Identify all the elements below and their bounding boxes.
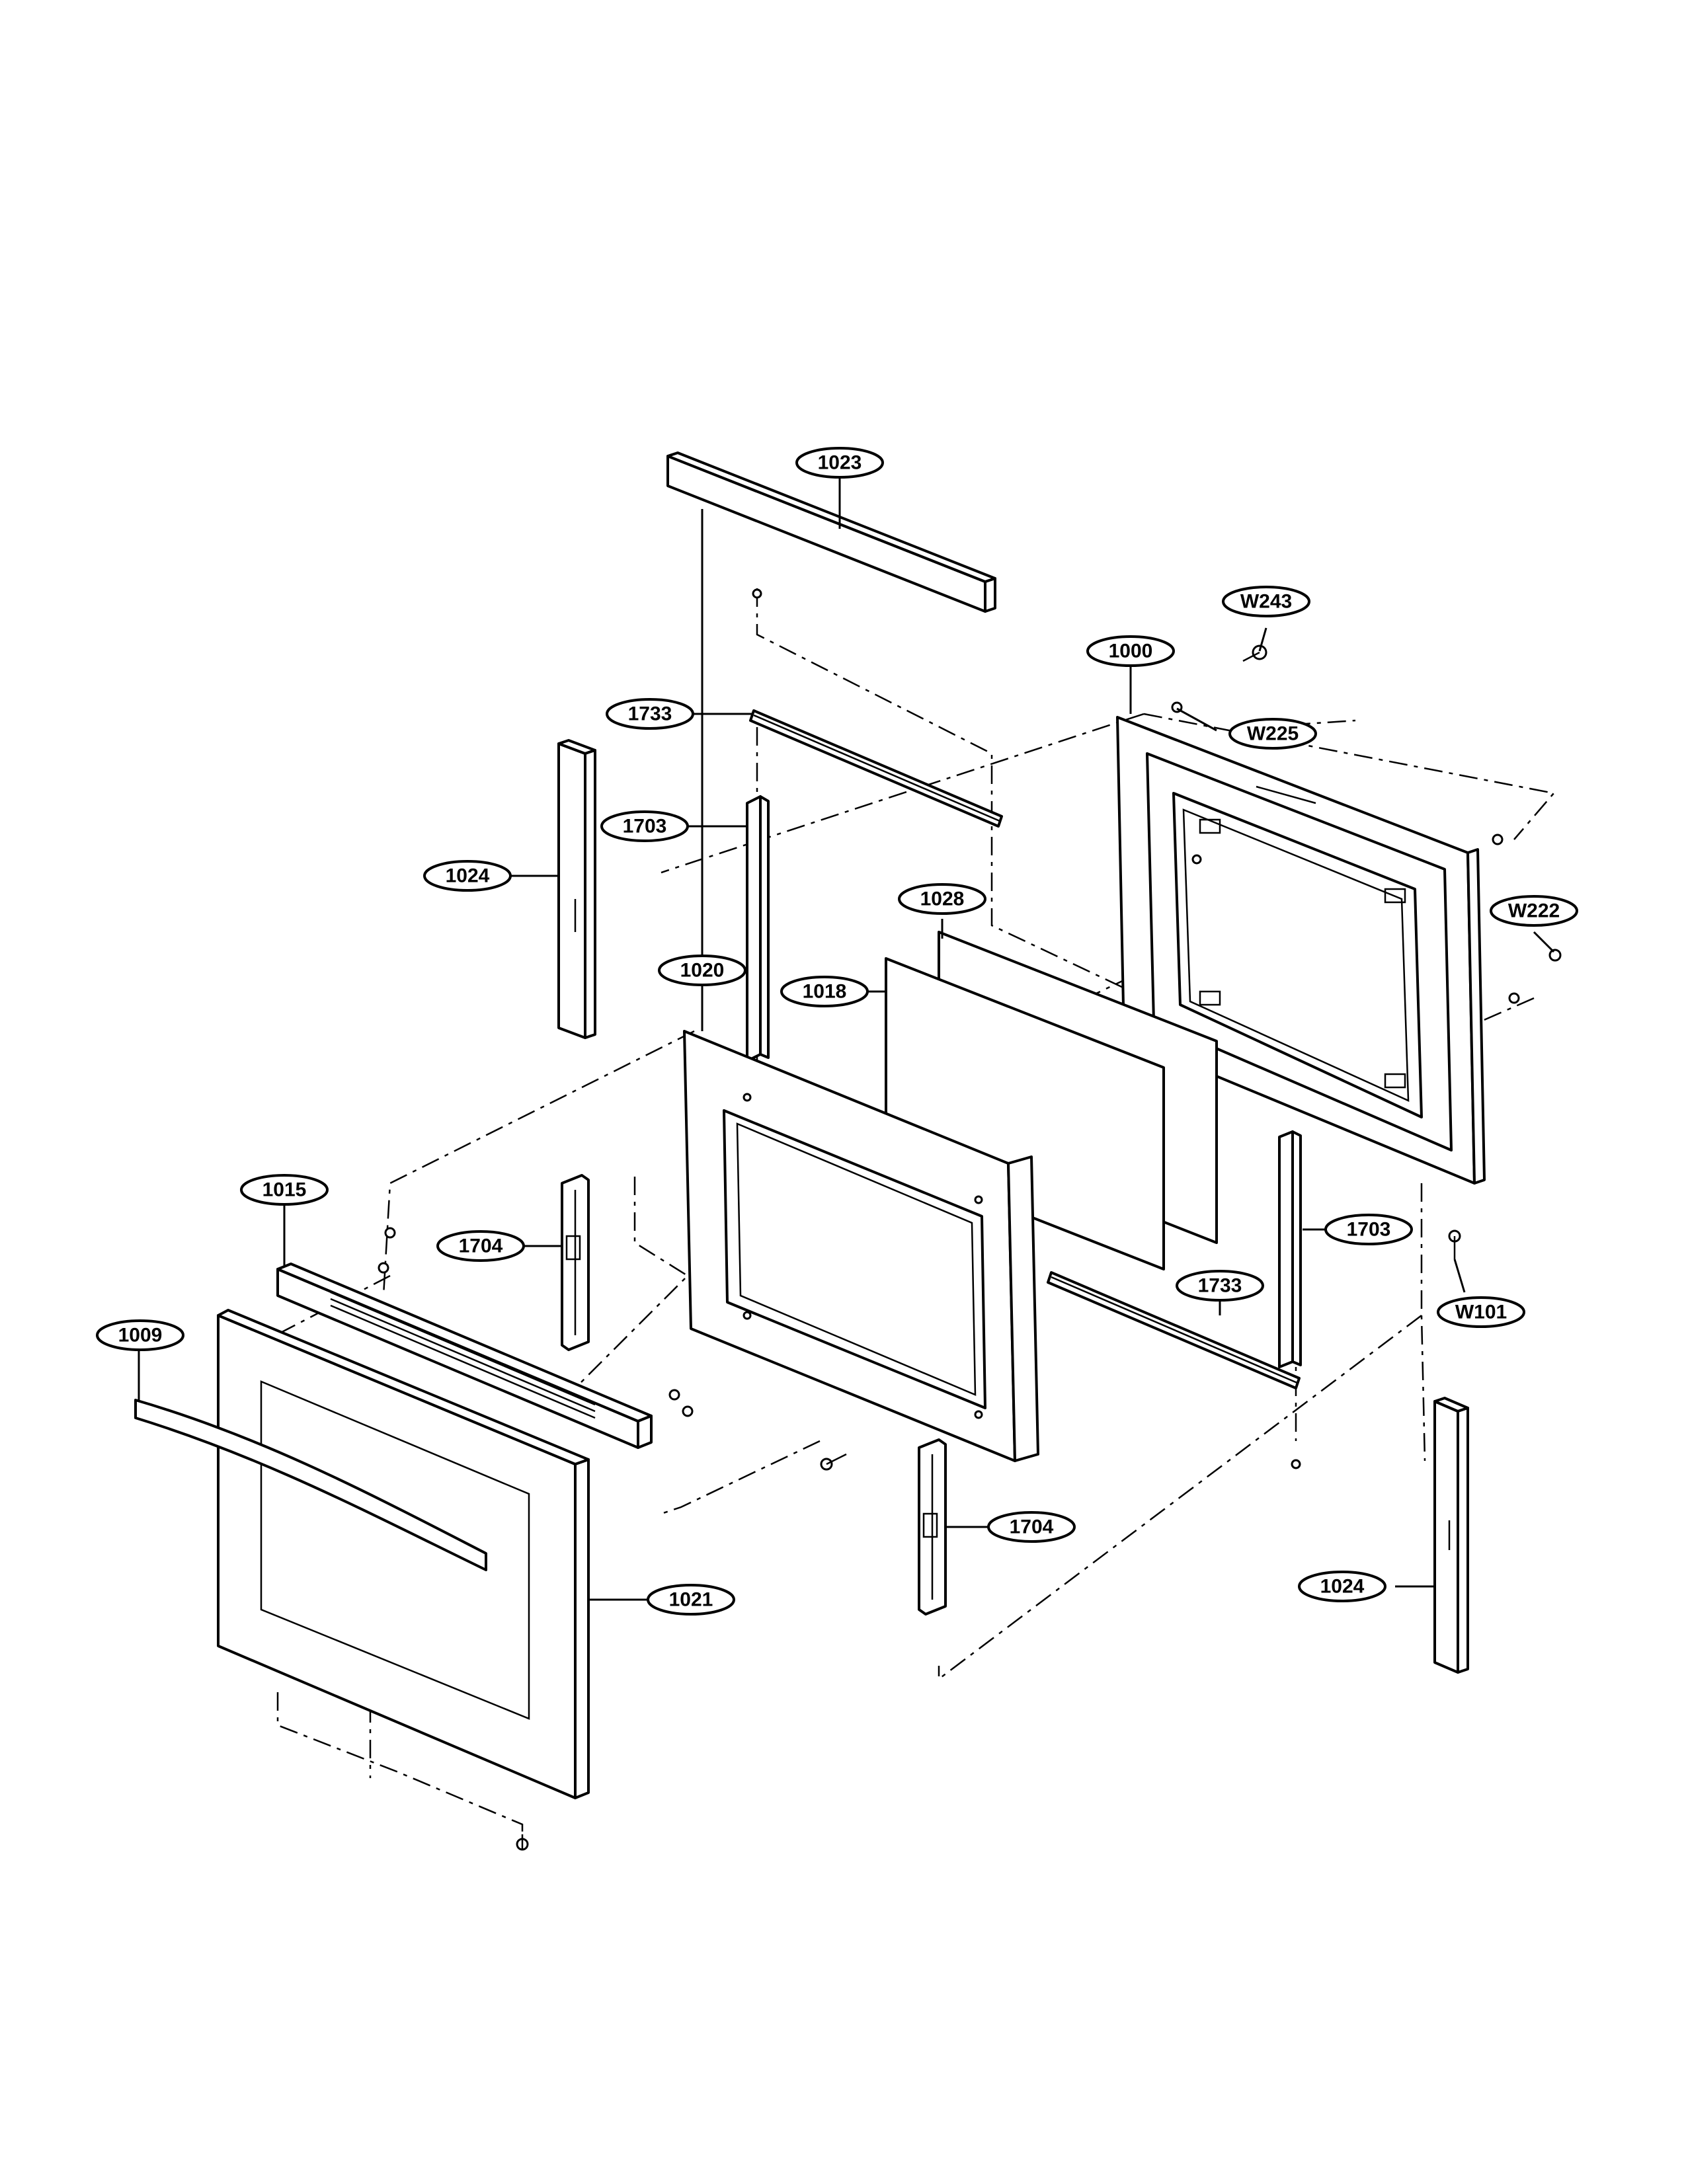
- callout-1015: 1015: [240, 1174, 329, 1206]
- part-1020-door-liner: [683, 1030, 1039, 1462]
- part-1024-right-side-strip: [1433, 1397, 1469, 1674]
- part-1733-lower-trim: [1047, 1271, 1301, 1389]
- callout-w222: W222: [1490, 895, 1578, 927]
- callout-1021: 1021: [647, 1584, 735, 1616]
- leader-lines: [138, 476, 1555, 1601]
- svg-text:W243: W243: [1240, 591, 1292, 613]
- svg-text:W222: W222: [1508, 900, 1560, 922]
- callout-1018: 1018: [780, 976, 869, 1007]
- callout-1009: 1009: [96, 1319, 184, 1351]
- callout-1733-lower: 1733: [1176, 1270, 1264, 1302]
- svg-text:1703: 1703: [1347, 1219, 1391, 1241]
- callout-1023: 1023: [795, 447, 884, 479]
- svg-text:1009: 1009: [118, 1325, 163, 1346]
- callout-w225: W225: [1228, 718, 1317, 750]
- svg-text:W101: W101: [1455, 1302, 1507, 1323]
- callout-1024-right: 1024: [1298, 1571, 1386, 1602]
- svg-text:1021: 1021: [669, 1589, 713, 1611]
- svg-text:1020: 1020: [680, 960, 725, 982]
- callout-1704-lower: 1704: [987, 1511, 1076, 1543]
- svg-text:1028: 1028: [920, 888, 965, 910]
- part-1015-vent-panel: [276, 1263, 653, 1449]
- callout-1704-upper: 1704: [436, 1230, 525, 1262]
- callout-1703-lower: 1703: [1324, 1214, 1413, 1245]
- callout-1020: 1020: [658, 955, 746, 986]
- screws-and-washers: [378, 644, 1562, 1851]
- callout-1000: 1000: [1086, 635, 1175, 667]
- part-1018-glass-pane: [885, 957, 1165, 1270]
- callout-1733-upper: 1733: [606, 698, 694, 730]
- svg-text:W225: W225: [1247, 723, 1299, 745]
- callout-w101: W101: [1437, 1296, 1525, 1328]
- part-1733-upper-trim: [749, 588, 1003, 828]
- svg-text:1023: 1023: [818, 452, 862, 474]
- part-1704-hinge-upper: [561, 1174, 590, 1351]
- svg-text:1024: 1024: [1320, 1576, 1365, 1598]
- svg-text:1703: 1703: [623, 816, 667, 838]
- svg-text:1733: 1733: [628, 703, 672, 725]
- part-1703-right-vertical-trim: [1278, 1130, 1302, 1368]
- svg-text:1015: 1015: [262, 1179, 307, 1201]
- callout-1024-left: 1024: [423, 860, 512, 892]
- part-1024-left-side-strip: [557, 739, 596, 1039]
- callout-1028: 1028: [898, 883, 986, 915]
- svg-text:1704: 1704: [1010, 1516, 1054, 1538]
- svg-text:1024: 1024: [446, 865, 490, 887]
- part-1021-outer-door: [217, 1309, 590, 1799]
- svg-text:1733: 1733: [1198, 1275, 1242, 1297]
- part-1009-door-handle: [134, 1399, 487, 1571]
- part-1704-hinge-lower: [918, 1438, 947, 1616]
- callout-1703-upper: 1703: [600, 810, 689, 842]
- part-1703-left-vertical-trim: [746, 795, 770, 1062]
- svg-text:1000: 1000: [1109, 641, 1153, 662]
- part-1023-top-strip: [666, 451, 996, 613]
- callout-w243: W243: [1222, 586, 1310, 617]
- svg-text:1018: 1018: [803, 981, 847, 1003]
- svg-text:1704: 1704: [459, 1235, 503, 1257]
